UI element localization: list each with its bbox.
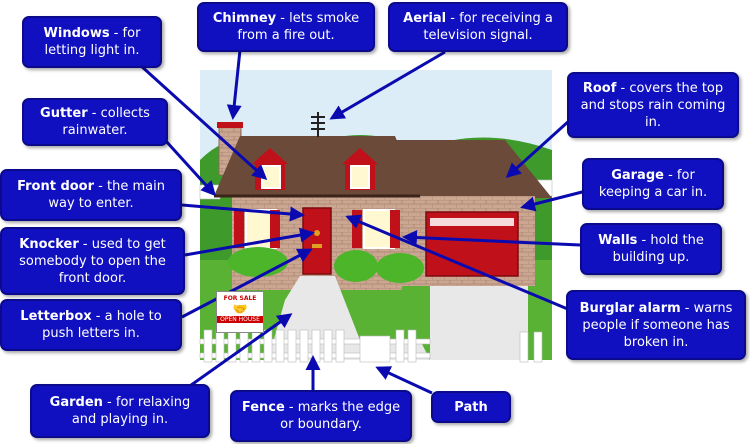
arrow-burglar: [345, 214, 571, 312]
label-garden: Garden - for relaxing and playing in.: [30, 384, 210, 438]
arrow-aerial: [329, 50, 446, 120]
arrow-walls: [402, 230, 581, 247]
desc-garage: - for keeping a car in.: [598, 168, 708, 200]
sign-line1: FOR SALE: [223, 295, 257, 302]
arrow-garage: [520, 188, 591, 212]
term-gutter: Gutter: [40, 106, 88, 121]
term-garage: Garage: [611, 168, 664, 183]
arrow-path: [375, 366, 433, 395]
label-windows: Windows - for letting light in.: [22, 16, 162, 68]
desc-frontdoor: - the main way to enter.: [48, 179, 165, 211]
term-path: Path: [454, 399, 488, 415]
term-chimney: Chimney: [212, 11, 277, 26]
arrow-gutter: [163, 138, 217, 197]
sign-hands-icon: 🤝: [232, 302, 248, 316]
main-roof: [214, 136, 420, 196]
desc-letterbox: - a hole to push letters in.: [42, 309, 162, 341]
term-letterbox: Letterbox: [20, 309, 92, 324]
term-roof: Roof: [582, 80, 617, 96]
label-aerial: Aerial - for receiving a television sign…: [388, 2, 568, 52]
desc-chimney: - lets smoke from a fire out.: [237, 11, 360, 43]
bushes: [228, 247, 424, 283]
term-walls: Walls: [598, 233, 638, 248]
desc-roof: - covers the top and stops rain coming i…: [580, 80, 726, 130]
desc-garden: - for relaxing and playing in.: [71, 395, 191, 427]
label-frontdoor: Front door - the main way to enter.: [0, 169, 182, 221]
arrow-knocker: [184, 227, 315, 257]
arrow-letterbox: [181, 248, 313, 319]
term-knocker: Knocker: [19, 236, 79, 252]
term-burglar: Burglar alarm: [579, 300, 681, 316]
aerial-graphic: [311, 112, 325, 137]
dormer-right: [342, 148, 378, 190]
label-letterbox: Letterbox - a hole to push letters in.: [0, 299, 182, 351]
term-aerial: Aerial: [403, 11, 447, 26]
label-chimney: Chimney - lets smoke from a fire out.: [197, 2, 375, 52]
desc-fence: - marks the edge or boundary.: [280, 400, 401, 432]
pointer-arrows: [138, 49, 591, 402]
desc-burglar: - warns people if someone has broken in.: [582, 300, 733, 350]
arrow-roof: [505, 118, 572, 179]
for-sale-sign: FOR SALE 🤝 OPEN HOUSE: [216, 291, 264, 333]
arrow-frontdoor: [181, 203, 305, 222]
label-burglar: Burglar alarm - warns people if someone …: [566, 290, 746, 360]
sign-line2: OPEN HOUSE: [217, 316, 263, 323]
term-windows: Windows: [43, 26, 110, 41]
label-roof: Roof - covers the top and stops rain com…: [567, 72, 739, 138]
desc-windows: - for letting light in.: [44, 26, 141, 58]
term-fence: Fence: [241, 400, 285, 415]
arrow-windows: [138, 63, 268, 181]
label-knocker: Knocker - used to get somebody to open t…: [0, 227, 185, 295]
desc-walls: - hold the building up.: [612, 233, 704, 265]
arrow-chimney: [226, 49, 242, 120]
label-walls: Walls - hold the building up.: [580, 223, 722, 275]
term-garden: Garden: [49, 395, 103, 410]
driveway: [430, 286, 528, 360]
desc-gutter: - collects rainwater.: [62, 106, 150, 138]
desc-knocker: - used to get somebody to open the front…: [19, 236, 166, 286]
label-path: Path: [431, 391, 511, 423]
front-door-graphic: [302, 207, 332, 275]
label-garage: Garage - for keeping a car in.: [582, 158, 724, 210]
label-gutter: Gutter - collects rainwater.: [22, 98, 168, 146]
term-frontdoor: Front door: [17, 179, 95, 194]
label-fence: Fence - marks the edge or boundary.: [230, 390, 412, 442]
desc-aerial: - for receiving a television signal.: [423, 11, 553, 43]
